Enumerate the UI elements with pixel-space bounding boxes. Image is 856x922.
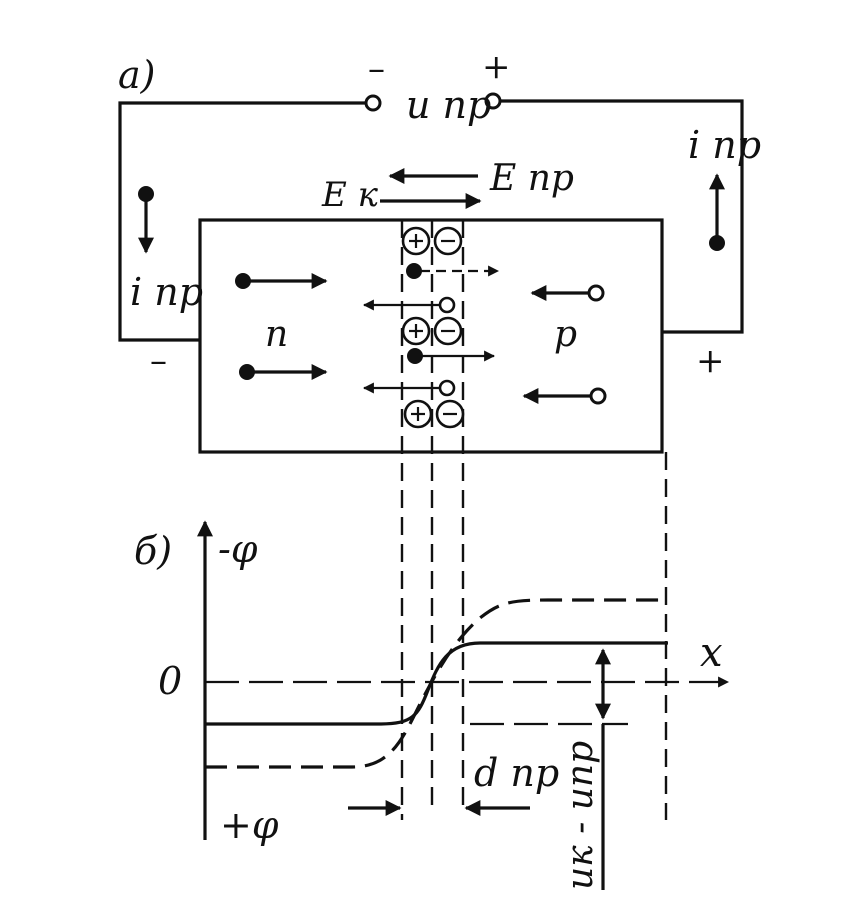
negative-ion-icon: [435, 399, 465, 429]
negative-ion-icon: [433, 226, 463, 256]
minus-terminal-icon: [364, 94, 382, 112]
left-current-dot-icon: [138, 186, 154, 202]
right-current-dot-icon: [709, 235, 725, 251]
n-side-minus-label: –: [150, 341, 167, 381]
forward-field-label: E пр: [489, 158, 574, 199]
panel-b-label: б): [134, 529, 172, 573]
x-axis-label: x: [700, 630, 723, 676]
p-region-label: p: [554, 314, 577, 355]
positive-ion-icon: [401, 226, 431, 256]
external-circuit: [118, 99, 744, 342]
plus-terminal-icon: [484, 92, 502, 110]
injected-electrons: [406, 263, 500, 364]
right-current-label: i пр: [688, 123, 761, 167]
width-label: d пр: [474, 751, 559, 795]
contact-field-label: E к: [321, 175, 379, 215]
barrier-height-label: uк - uпр: [560, 741, 601, 890]
forward-potential-curve: [205, 641, 668, 726]
injected-holes: [362, 296, 456, 397]
positive-ion-icon: [401, 316, 431, 346]
origin-label: 0: [158, 659, 182, 703]
negative-ion-icon: [433, 316, 463, 346]
n-region-label: n: [265, 314, 288, 355]
panel-a-label: а): [118, 53, 155, 97]
n-region-electrons: [235, 273, 328, 380]
minus-terminal-label: –: [368, 49, 385, 89]
junction-ions: [401, 226, 465, 429]
positive-ion-icon: [403, 399, 433, 429]
p-region-holes: [522, 284, 607, 405]
plus-terminal-label: +: [482, 47, 511, 87]
voltage-label: u пр: [406, 83, 491, 127]
p-side-plus-label: +: [696, 341, 725, 381]
left-current-label: i пр: [130, 270, 203, 314]
neg-phi-label: -φ: [218, 527, 258, 571]
pos-phi-label: +φ: [220, 803, 279, 847]
